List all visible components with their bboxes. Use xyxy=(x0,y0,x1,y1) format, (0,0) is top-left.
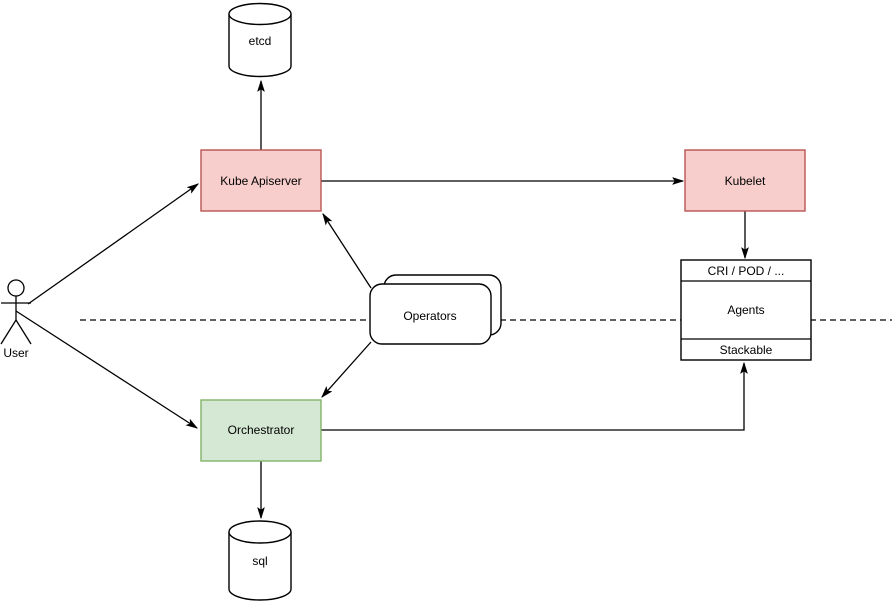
etcd-cylinder-top xyxy=(228,2,292,26)
operators-label: Operators xyxy=(403,309,456,323)
agents-label: Agents xyxy=(727,303,764,317)
sql-cylinder-top xyxy=(228,520,292,544)
user-actor-right-leg xyxy=(15,319,32,345)
sql-label: sql xyxy=(252,554,267,568)
node-orchestrator: Orchestrator xyxy=(200,399,322,462)
kubelet-box xyxy=(684,149,806,212)
kube-apiserver-label: Kube Apiserver xyxy=(220,174,301,188)
orchestrator-label: Orchestrator xyxy=(228,423,295,437)
etcd-label: etcd xyxy=(249,34,272,48)
node-user-actor: User xyxy=(0,279,32,360)
edge-operators-to-kube-apiserver xyxy=(323,214,372,289)
stackable-label: Stackable xyxy=(720,343,773,357)
user-label: User xyxy=(3,346,28,360)
node-kube-apiserver: Kube Apiserver xyxy=(200,149,322,212)
node-cri-pod-stack: CRI / POD / ... Agents Stackable xyxy=(680,259,812,361)
edge-orchestrator-to-stackable xyxy=(321,363,744,431)
user-actor-left-leg xyxy=(0,319,17,345)
kube-apiserver-box xyxy=(200,149,322,212)
user-actor-head xyxy=(7,279,25,297)
cri-pod-label: CRI / POD / ... xyxy=(708,264,785,278)
node-kubelet: Kubelet xyxy=(684,149,806,212)
cri-pod-stack-box xyxy=(680,259,812,361)
node-sql: sql xyxy=(228,520,292,601)
node-etcd: etcd xyxy=(228,2,292,78)
node-operators: Operators xyxy=(369,274,502,345)
orchestrator-box xyxy=(200,399,322,462)
edges xyxy=(15,81,745,518)
kubelet-label: Kubelet xyxy=(725,174,766,188)
edge-user-to-kube-apiserver xyxy=(27,184,198,305)
sql-cylinder-body xyxy=(228,532,292,601)
operators-front-card xyxy=(369,283,492,345)
etcd-cylinder-body xyxy=(228,14,292,78)
edge-user-to-orchestrator xyxy=(15,310,197,428)
edge-operators-to-orchestrator xyxy=(322,341,372,397)
